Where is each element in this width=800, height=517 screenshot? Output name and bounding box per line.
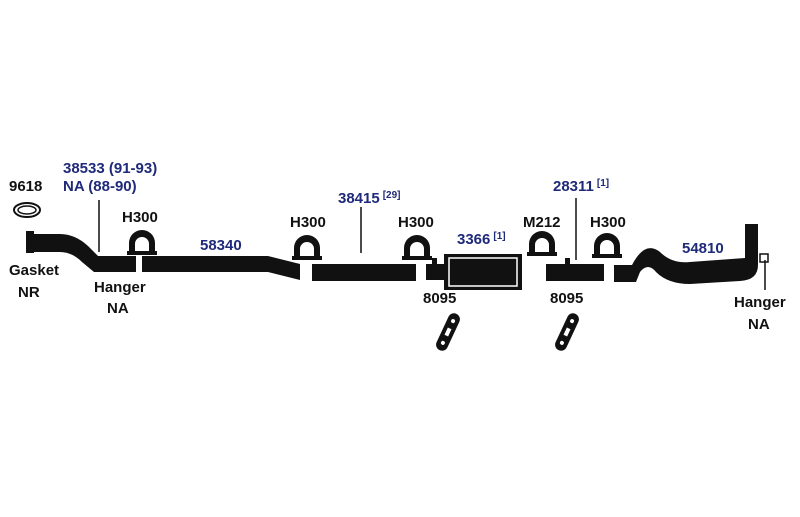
gasket-part-number: 9618 [9,178,42,195]
pipe-58340[interactable] [142,256,300,280]
muffler-3366-label: 3366[1] [457,231,506,248]
rubber-hanger-label-right: 8095 [550,290,583,307]
tailpipe-54810-label: 54810 [682,240,724,257]
pipe-38415[interactable] [312,264,416,281]
muffler-3366[interactable] [444,254,522,290]
front-pipe-na-label: NA (88-90) [63,178,137,195]
clamp-h300-icon[interactable] [292,235,322,260]
rubber-hanger-8095-icon[interactable] [434,311,462,352]
gasket-status-label: NR [18,284,40,301]
rubber-hanger-8095-icon[interactable] [553,311,581,352]
tailpipe-54810[interactable] [614,224,758,284]
clamp-h300-icon[interactable] [592,233,622,258]
gasket-label: Gasket [9,262,59,279]
connector-pipe [426,264,444,280]
front-pipe-label: 38533 (91-93) [63,160,157,177]
rear-hanger-bracket [759,253,769,263]
leader-lines [98,198,766,290]
clamp-h300-icon[interactable] [127,230,157,255]
clamp-m212-label: M212 [523,214,561,231]
front-hanger-label: Hanger [94,279,146,296]
pipe-58340-label: 58340 [200,237,242,254]
clamp-h300-icon[interactable] [402,235,432,260]
front-pipe-38533[interactable] [26,231,136,272]
pipe-28311-label: 28311[1] [553,178,609,195]
front-hanger-status-label: NA [107,300,129,317]
rubber-hanger-label-left: 8095 [423,290,456,307]
rear-hanger-status-label: NA [748,316,770,333]
clamp-label: H300 [290,214,326,231]
clamp-m212-icon[interactable] [527,231,557,256]
rear-hanger-label: Hanger [734,294,786,311]
clamp-label: H300 [122,209,158,226]
pipe-38415-label: 38415[29] [338,190,401,207]
gasket-ring-icon [13,202,41,218]
clamp-label: H300 [398,214,434,231]
hanger-tab [432,258,437,264]
pipe-28311[interactable] [546,258,604,281]
clamp-label: H300 [590,214,626,231]
